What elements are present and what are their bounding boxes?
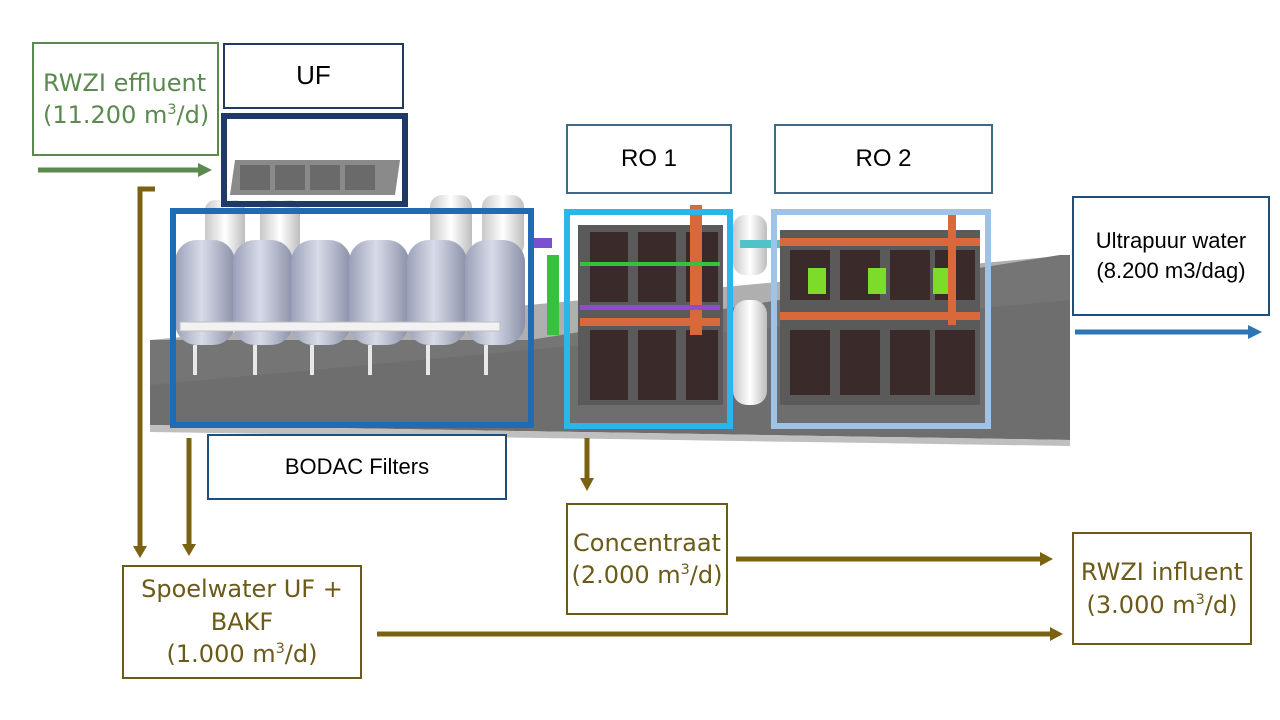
ro2-label-text: RO 2 <box>855 144 912 172</box>
ultrapure-water-name: Ultrapuur water <box>1095 228 1247 254</box>
concentraat-name: Concentraat <box>573 528 721 557</box>
uf-label-text: UF <box>296 60 331 91</box>
ro2-frame <box>771 209 991 429</box>
bodac-filters-label: BODAC Filters <box>207 434 507 500</box>
rwzi-influent-name: RWZI influent <box>1080 558 1244 587</box>
ro1-label: RO 1 <box>566 124 732 194</box>
spoelwater-flow: (1.000 m3/d) <box>166 640 318 669</box>
ro2-label: RO 2 <box>774 124 993 194</box>
bodac-frame <box>170 208 534 428</box>
uf-unit-illustration <box>230 160 400 195</box>
waste-arrows <box>133 186 1063 641</box>
uf-label: UF <box>223 43 404 109</box>
rwzi-influent-flow: (3.000 m3/d) <box>1086 590 1238 619</box>
ro1-skids <box>578 205 723 405</box>
ro1-frame <box>564 209 733 429</box>
bodac-filters-text: BODAC Filters <box>284 454 430 480</box>
ro2-skids <box>740 215 980 405</box>
ultrapure-water-flow: (8.200 m3/dag) <box>1096 258 1246 283</box>
rwzi-effluent-label: RWZI effluent (11.200 m3/d) <box>32 42 219 156</box>
rwzi-effluent-flow: (11.200 m3/d) <box>43 101 210 129</box>
ultrapure-water-label: Ultrapuur water (8.200 m3/dag) <box>1072 196 1270 316</box>
feed-arrow <box>38 163 212 177</box>
product-arrow <box>1075 325 1262 339</box>
rwzi-effluent-name: RWZI effluent <box>43 68 207 97</box>
bodac-filter-tanks <box>175 238 559 375</box>
concentraat-label: Concentraat (2.000 m3/d) <box>566 503 728 615</box>
spoelwater-label: Spoelwater UF + BAKF (1.000 m3/d) <box>122 565 362 679</box>
concentraat-flow: (2.000 m3/d) <box>571 561 723 589</box>
ro1-label-text: RO 1 <box>620 144 677 172</box>
uf-frame <box>221 113 408 207</box>
rwzi-influent-label: RWZI influent (3.000 m3/d) <box>1072 532 1252 645</box>
spoelwater-name: Spoelwater UF + BAKF <box>141 575 343 636</box>
